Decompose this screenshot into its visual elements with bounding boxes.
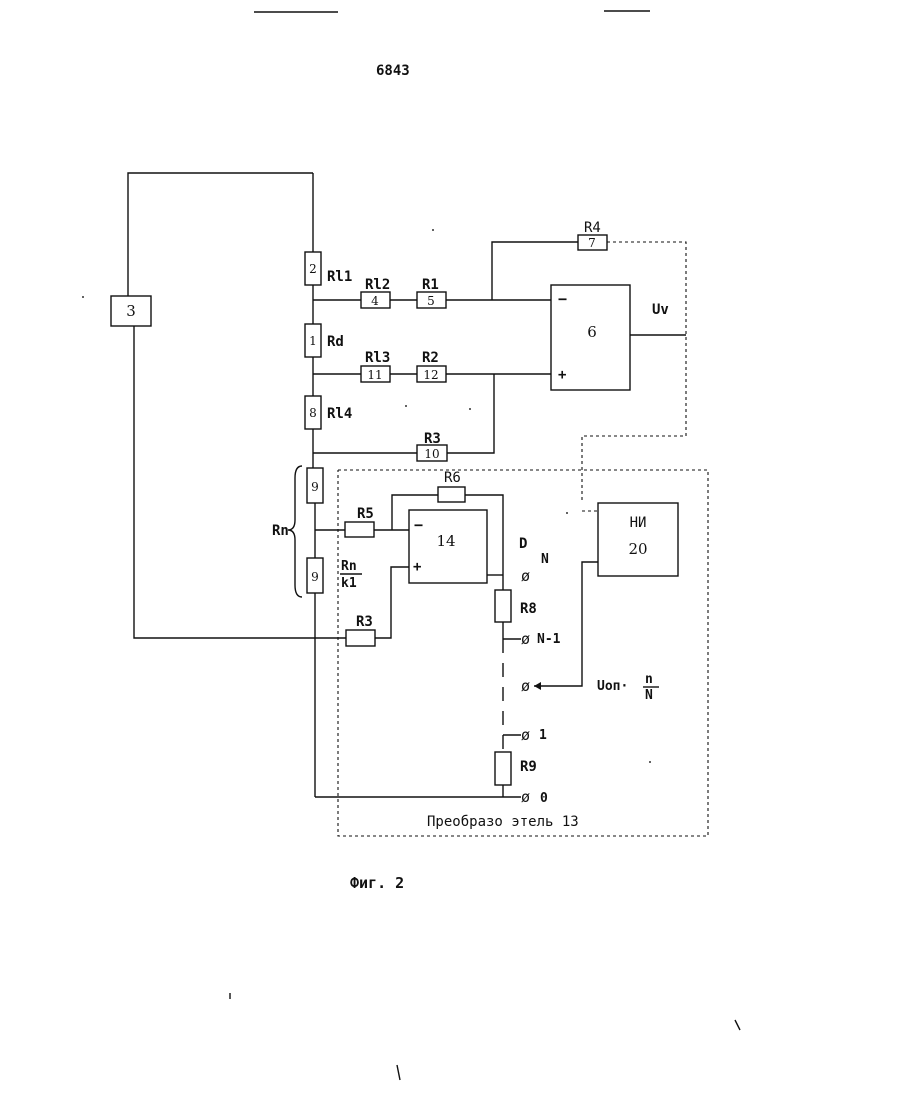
terminal-0-label: 0: [540, 791, 548, 806]
ref-frac-num: n: [645, 672, 653, 687]
page-number: 6843: [376, 63, 410, 79]
wire-op14-plus: [375, 567, 409, 638]
resistor-R6: [438, 487, 465, 502]
resistor-2-label: 2: [309, 262, 317, 276]
label-Rl3: Rl3: [365, 350, 390, 366]
speck-e: [649, 761, 651, 763]
label-R8: R8: [520, 601, 537, 617]
terminal-1-symbol: ø: [521, 726, 530, 744]
terminal-0-symbol: ø: [521, 788, 530, 806]
label-Rd: Rd: [327, 334, 344, 350]
terminal-N-symbol: ø: [521, 567, 530, 585]
label-R4: R4: [584, 220, 601, 236]
label-R9: R9: [520, 759, 537, 775]
label-Rn-frac-num: Rn: [341, 559, 357, 574]
converter-label: Преобразо этель 13: [427, 814, 579, 830]
label-R6: R6: [444, 470, 461, 486]
terminal-1-label: 1: [539, 728, 547, 743]
resistor-10-label: 10: [424, 447, 439, 461]
label-R5: R5: [357, 506, 374, 522]
block-14-label: 14: [436, 532, 455, 550]
block-6-label: 6: [587, 323, 597, 341]
resistor-7-label: 7: [588, 236, 596, 250]
speck-h: [735, 1020, 740, 1030]
label-Rl4: Rl4: [327, 406, 352, 422]
label-R1: R1: [422, 277, 439, 293]
resistor-R5: [345, 522, 374, 537]
label-R3-bottom: R3: [356, 614, 373, 630]
wire-row3-b: [447, 374, 494, 453]
label-R3-top: R3: [424, 431, 441, 447]
label-R2: R2: [422, 350, 439, 366]
arrowhead-ref: [534, 682, 541, 690]
op6-minus: −: [558, 290, 567, 308]
resistor-1-label: 1: [309, 334, 317, 348]
resistor-9-upper-label: 9: [311, 480, 319, 494]
resistor-4-label: 4: [371, 294, 379, 308]
wire-loop-top: [128, 173, 313, 296]
resistor-R8: [495, 590, 511, 622]
label-Rn: Rn: [272, 523, 289, 539]
label-Rn-frac-den: k1: [341, 576, 357, 591]
ref-frac-den: N: [645, 688, 653, 703]
resistor-5-label: 5: [427, 294, 435, 308]
label-Rl2: Rl2: [365, 277, 390, 293]
resistor-8-label: 8: [309, 406, 317, 420]
op14-minus: −: [414, 516, 423, 534]
resistor-11-label: 11: [367, 368, 382, 382]
resistor-9-lower-label: 9: [311, 570, 319, 584]
speck-f: [566, 512, 568, 514]
rn-brace: [288, 466, 302, 597]
speck-c: [469, 408, 471, 410]
terminal-mid-symbol: ø: [521, 677, 530, 695]
label-D: D: [519, 536, 527, 552]
op6-plus: +: [558, 367, 566, 383]
label-Uv: Uv: [652, 302, 669, 318]
terminal-N-label: N: [541, 552, 549, 567]
speck-d: [405, 405, 407, 407]
speck-i: [397, 1065, 400, 1080]
op14-plus: +: [413, 559, 421, 575]
label-Rl1: Rl1: [327, 269, 352, 285]
resistor-12-label: 12: [423, 368, 438, 382]
speck-b: [82, 296, 84, 298]
block-3-label: 3: [126, 302, 136, 320]
speck-a: [432, 229, 434, 231]
resistor-R9: [495, 752, 511, 785]
terminal-N1-symbol: ø: [521, 630, 530, 648]
wire-ni-out: [534, 562, 598, 686]
terminal-N1-label: N-1: [537, 632, 561, 647]
resistor-R3-bottom: [346, 630, 375, 646]
block-20-top-label: НИ: [630, 515, 647, 531]
block-20-num-label: 20: [628, 540, 647, 558]
ref-U-label: Uоп·: [597, 679, 628, 694]
figure-caption: Фиг. 2: [350, 874, 404, 892]
